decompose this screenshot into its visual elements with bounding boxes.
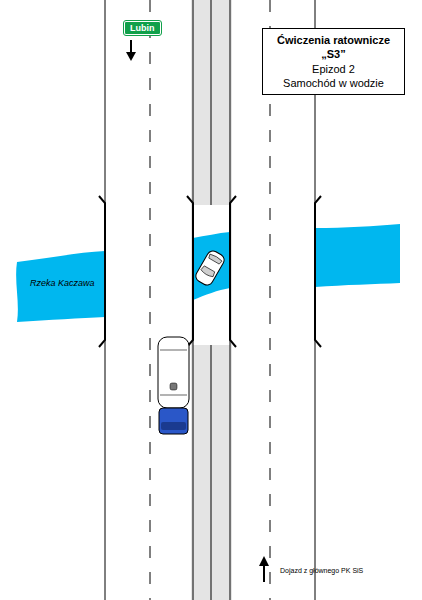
road-sign: Lubin [124,21,161,35]
river [16,251,105,322]
median-strip [191,0,232,600]
title-box: Ćwiczenia ratownicze „S3”Epizod 2Samochó… [262,28,405,95]
car-in-water [194,249,227,287]
median-gap [193,205,230,345]
lane-line [150,0,151,600]
river-name: Rzeka Kaczawa [30,278,95,288]
title-line: Epizod 2 [266,62,401,76]
tanker-truck [158,337,189,434]
direction-arrow [126,40,269,582]
river [315,224,400,287]
river [193,232,230,300]
bridge-bracket [99,196,321,347]
median-line [211,345,212,600]
access-note: Dojazd z głównego PK SiS [280,567,363,574]
median-line [211,0,212,205]
title-line: Samochód w wodzie [266,76,401,90]
sign-text: Lubin [130,23,155,33]
title-heading: Ćwiczenia ratownicze „S3” [266,33,401,62]
